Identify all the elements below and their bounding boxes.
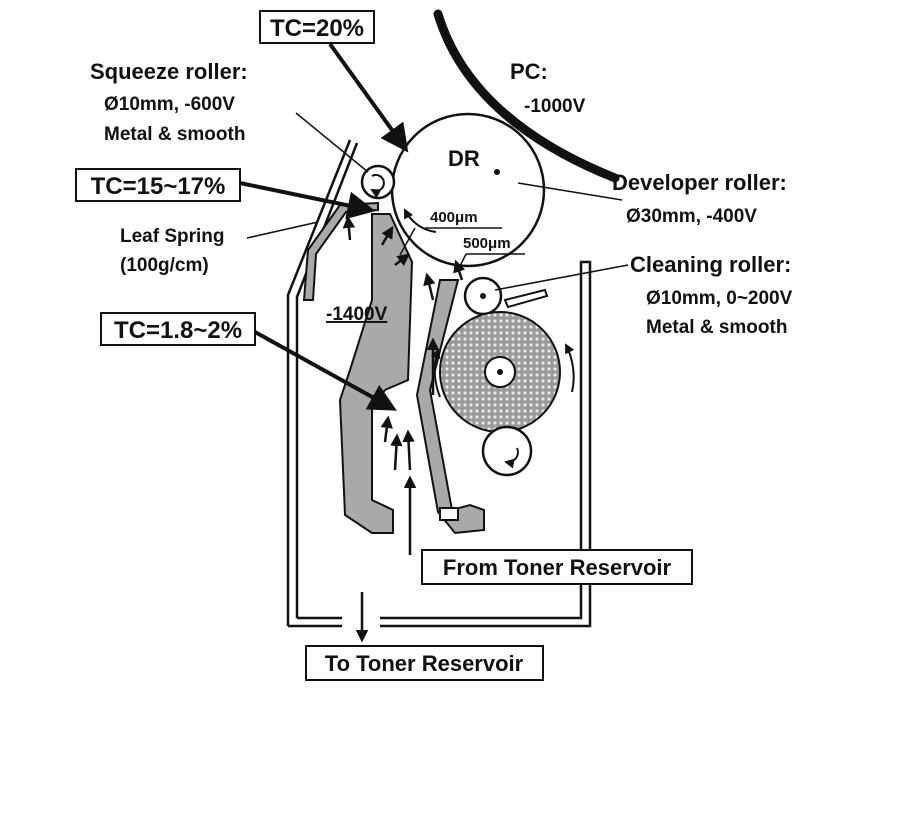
squeeze-spec-1: Ø10mm, -600V: [104, 94, 235, 115]
developer-spec: Ø30mm, -400V: [626, 206, 757, 227]
developer-roller-center: [494, 169, 500, 175]
small-latch: [439, 507, 459, 521]
housing: [286, 139, 592, 628]
squeeze-title: Squeeze roller:: [90, 59, 248, 84]
squeeze-spec-2: Metal & smooth: [104, 124, 245, 145]
agitator-arrow: [504, 447, 519, 469]
leaf-spring: [302, 201, 379, 301]
cleaning-title: Cleaning roller:: [630, 252, 791, 277]
dr-label: DR: [448, 146, 480, 171]
from-reservoir-box: [421, 549, 693, 585]
gap-500-label: 500μm: [463, 235, 511, 252]
tc-mid-arrow: [239, 181, 376, 220]
pc-voltage: -1000V: [524, 96, 586, 117]
leader-lines: [246, 112, 629, 291]
tc-top-arrow: [328, 42, 409, 153]
tc-mid-box: [75, 168, 241, 202]
agitator-roller: [481, 425, 533, 477]
bias-1400-label: -1400V: [326, 304, 388, 325]
tc-low-label: TC=1.8~2%: [114, 317, 242, 344]
to-reservoir-label: To Toner Reservoir: [325, 651, 524, 676]
tc-top-label: TC=20%: [270, 15, 364, 42]
tc-mid-label: TC=15~17%: [91, 173, 226, 200]
toner-flow-arrows: [342, 215, 466, 471]
cleaning-blade: [503, 288, 549, 309]
gap-400-label: 400μm: [430, 209, 478, 226]
dr-rotation-arrow: [404, 208, 437, 233]
cleaning-spec-1: Ø10mm, 0~200V: [646, 288, 793, 309]
to-reservoir-box: [305, 645, 544, 681]
leaf-spring-force: (100g/cm): [120, 255, 209, 276]
cleaning-roller-center: [480, 293, 486, 299]
supply-rotation-arrow-left: [430, 348, 441, 398]
supply-roller-center: [497, 369, 503, 375]
toner-supply-body: [338, 213, 414, 534]
supply-rotation-arrow: [565, 343, 575, 393]
squeeze-roller-arrow: [370, 174, 385, 199]
leaf-spring-label: Leaf Spring: [120, 226, 225, 247]
tc-low-box: [100, 312, 256, 346]
from-reservoir-label: From Toner Reservoir: [443, 555, 672, 580]
tc-top-box: [259, 10, 375, 44]
developer-title: Developer roller:: [612, 170, 787, 195]
pc-title: PC:: [510, 59, 548, 84]
tc-low-arrow: [254, 330, 397, 411]
cleaning-spec-2: Metal & smooth: [646, 317, 787, 338]
photoconductor-drum-arc: [433, 9, 620, 183]
